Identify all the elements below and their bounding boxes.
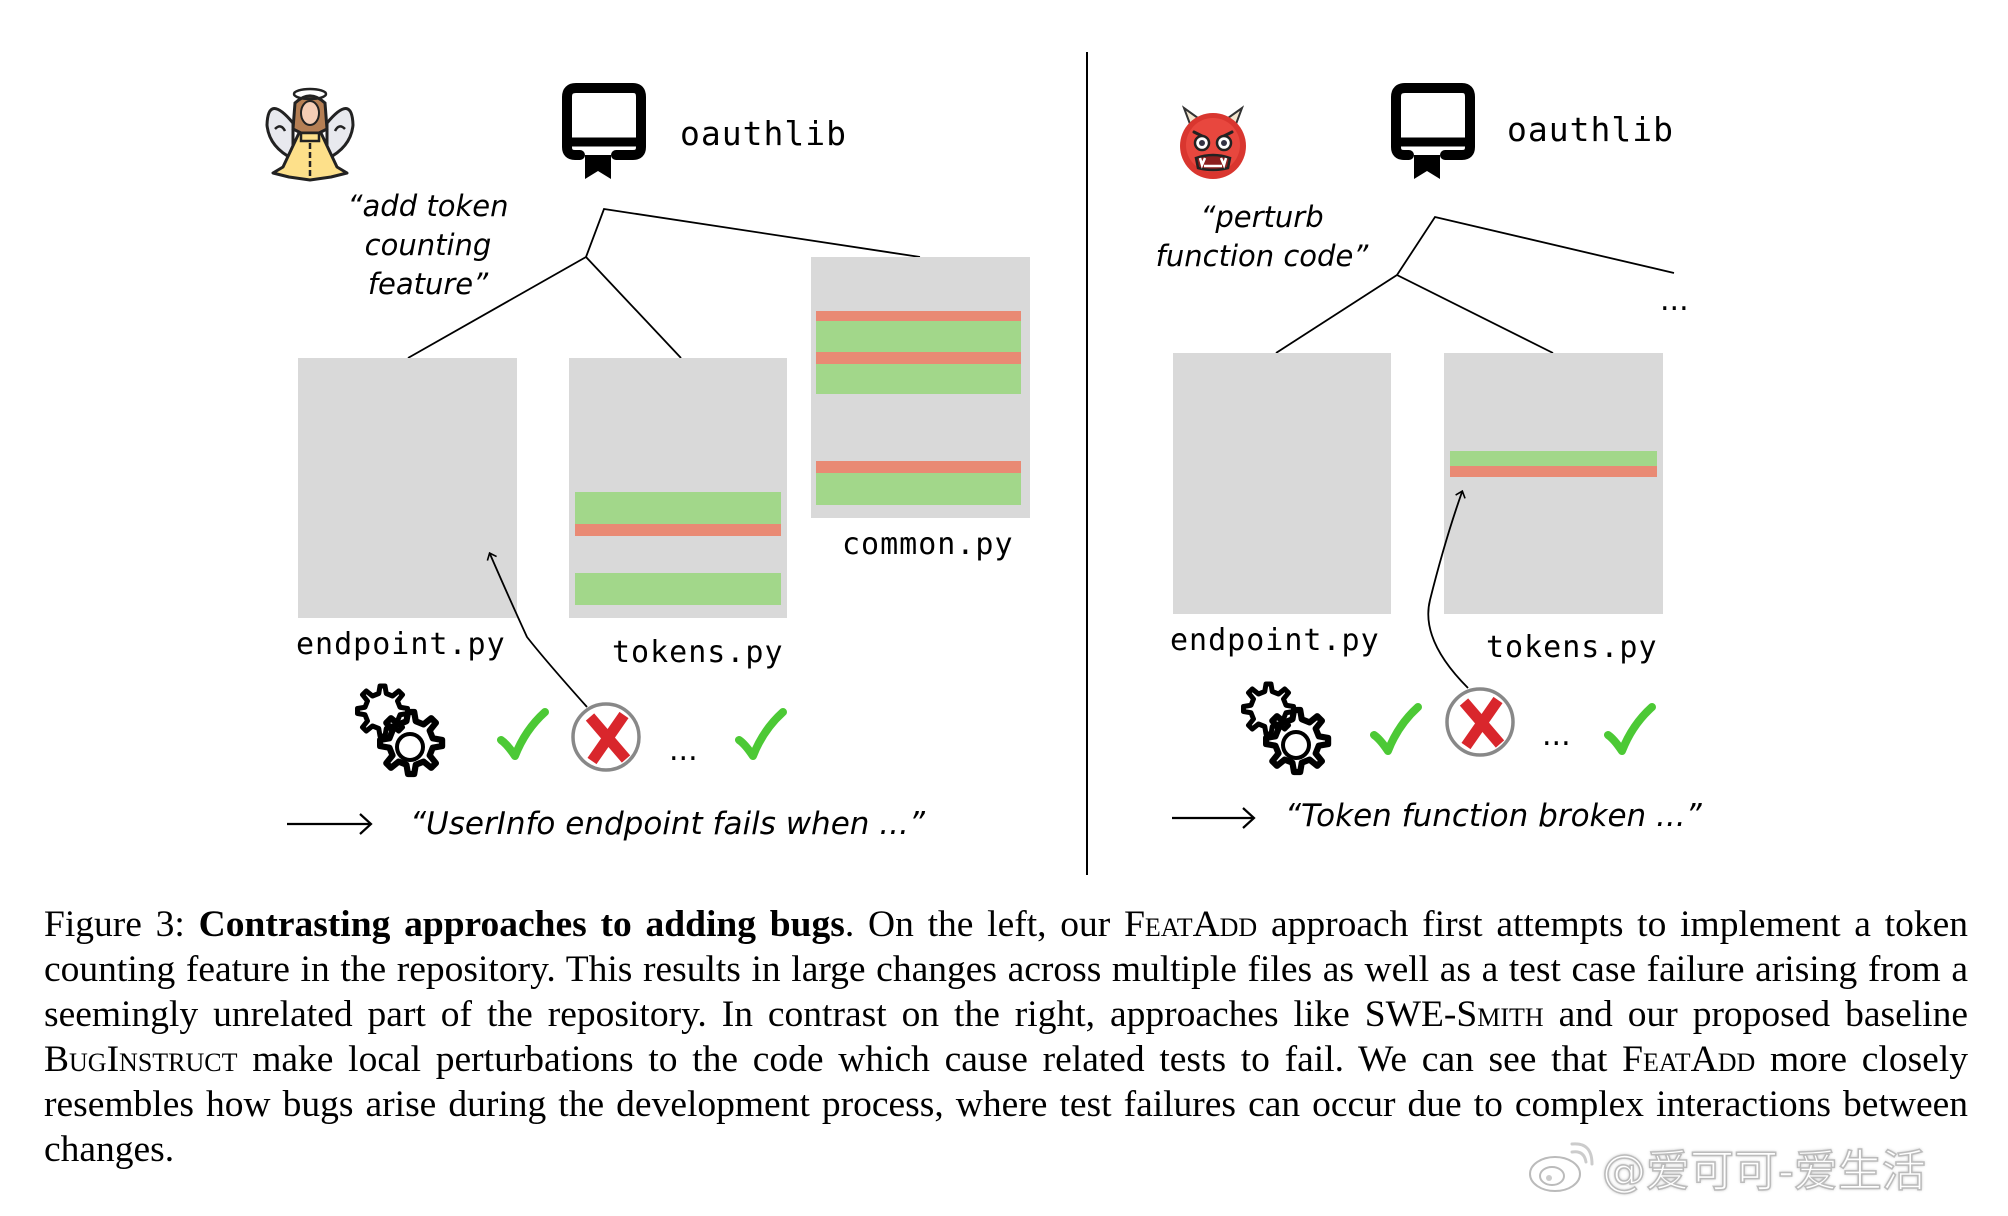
right-panel [1172, 88, 1675, 829]
caption-title: Contrasting approaches to adding bugs [198, 904, 845, 945]
removed-line [816, 311, 1021, 321]
file-label-common: common.py [842, 527, 1014, 562]
file-label-tokens: tokens.py [1486, 630, 1658, 665]
more-tests-ellipsis: ... [1542, 718, 1571, 753]
instruction-quote: “perturb function code” [1132, 198, 1392, 276]
issue-text: “Token function broken ...” [1285, 798, 1702, 834]
method-name-suffix: Smith [1456, 994, 1544, 1035]
repository-icon [1396, 88, 1470, 179]
failure-trace-arrow [486, 551, 588, 708]
file-common-py [811, 257, 1030, 518]
removed-line [1450, 466, 1657, 477]
removed-line [816, 352, 1021, 364]
instruction-quote: “add token counting feature” [328, 187, 528, 304]
instruction-line: “perturb [1200, 200, 1324, 234]
weibo-logo-icon [1529, 1142, 1594, 1192]
caption-text: make local perturbations to the code whi… [237, 1039, 1623, 1080]
file-tree-lines [1275, 215, 1675, 354]
issue-text: “UserInfo endpoint fails when ...” [410, 806, 925, 842]
removed-line [816, 461, 1021, 473]
added-lines [1450, 451, 1657, 466]
failure-trace-arrow [1427, 489, 1469, 689]
test-pass-check-icon [739, 712, 783, 756]
watermark: @爱可可-爱生活 [1528, 1138, 1927, 1198]
watermark-text: @爱可可-爱生活 [1601, 1145, 1926, 1198]
caption-label: Figure 3: [44, 904, 185, 945]
file-tree-lines [407, 208, 921, 359]
repo-name: oauthlib [680, 114, 847, 153]
figure-caption: Figure 3: Contrasting approaches to addi… [44, 902, 1968, 1172]
file-endpoint-py [298, 358, 517, 618]
added-lines [575, 492, 781, 524]
test-runner-gears-icon [1244, 684, 1329, 772]
file-endpoint-py [1173, 353, 1391, 614]
added-lines [575, 573, 781, 605]
repo-name: oauthlib [1507, 110, 1674, 149]
file-tokens-py [569, 358, 787, 618]
added-lines [816, 473, 1021, 505]
method-featadd: FeatAdd [1622, 1039, 1756, 1080]
test-pass-check-icon [1374, 707, 1418, 751]
instruction-line: feature” [367, 267, 489, 301]
file-label-tokens: tokens.py [612, 635, 784, 670]
caption-text: . On the left, our [844, 904, 1125, 945]
test-pass-check-icon [1608, 707, 1652, 751]
file-label-endpoint: endpoint.py [1170, 623, 1380, 658]
long-right-arrow-icon [287, 813, 373, 835]
method-buginstruct: BugInstruct [44, 1039, 238, 1080]
removed-line [575, 524, 781, 536]
method-featadd: FeatAdd [1124, 904, 1258, 945]
test-pass-check-icon [501, 712, 545, 756]
angel-icon [265, 87, 355, 182]
file-label-endpoint: endpoint.py [296, 627, 506, 662]
test-runner-gears-icon [358, 686, 443, 774]
long-right-arrow-icon [1172, 807, 1256, 829]
method-swe-smith: SWE-Smith [1365, 994, 1544, 1035]
more-tests-ellipsis: ... [669, 733, 698, 768]
method-name-prefix: SWE- [1364, 994, 1457, 1035]
test-fail-cross-icon [1447, 689, 1513, 755]
more-files-ellipsis: ... [1660, 283, 1689, 318]
oni-demon-icon [1180, 105, 1246, 179]
file-tokens-py [1444, 353, 1663, 614]
caption-text: more closely resembles how bugs arise du… [44, 1039, 1968, 1170]
test-fail-cross-icon [573, 704, 639, 770]
added-lines [816, 321, 1021, 352]
instruction-line: “add token [347, 189, 509, 223]
repository-icon [567, 88, 641, 179]
caption-text: and our proposed baseline [1543, 994, 1968, 1035]
instruction-line: counting [364, 228, 492, 262]
instruction-line: function code” [1155, 239, 1369, 273]
left-panel [265, 87, 1030, 835]
added-lines [816, 364, 1021, 394]
caption-text: approach first attempts to implement a t… [44, 904, 1969, 1035]
